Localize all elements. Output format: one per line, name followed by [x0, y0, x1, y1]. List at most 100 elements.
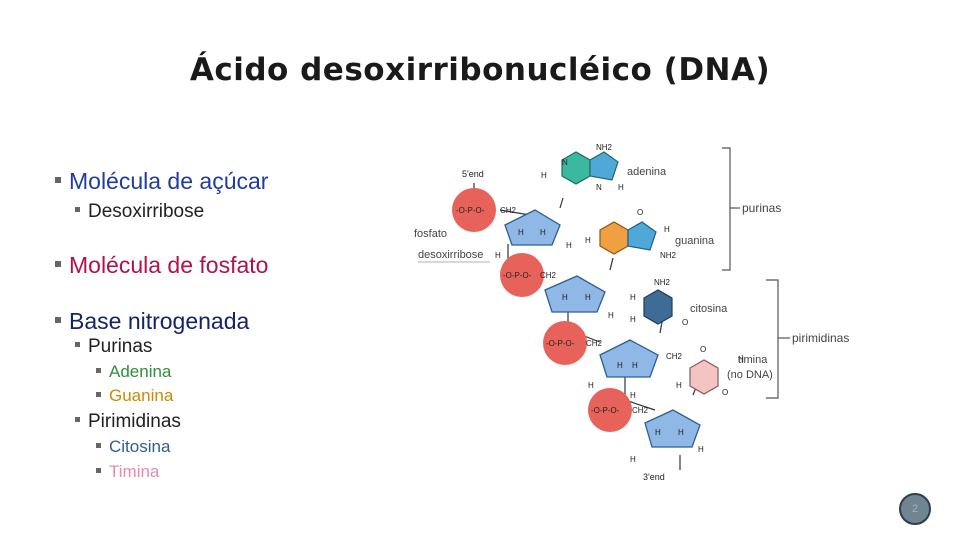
bullet-marker [96, 443, 101, 449]
phosphate-group-text: -O-P-O- [503, 271, 532, 280]
citosina-label: citosina [690, 303, 728, 315]
thymine-ring [689, 359, 719, 395]
purinas-label: purinas [742, 201, 781, 215]
adenine-base [561, 151, 619, 185]
three-end-label: 3'end [643, 472, 665, 482]
fosfato-label: fosfato [414, 228, 447, 240]
bullet-sugar: Molécula de açúcar [55, 168, 268, 195]
bullet-adenine: Adenina [96, 362, 171, 382]
atom-h: H [738, 355, 744, 364]
bullet-cytosine: Citosina [96, 437, 170, 457]
atom-nh2: NH2 [660, 251, 677, 260]
adenine-ring [561, 151, 591, 185]
atom-h: H [618, 183, 624, 192]
sugar-pentagon [644, 409, 701, 448]
sugar-pentagon [544, 275, 606, 313]
adenina-label: adenina [627, 166, 667, 178]
atom-ch2: CH2 [540, 271, 557, 280]
sugar-pentagon [599, 339, 659, 378]
phosphate-circle [588, 388, 632, 432]
page-number-badge: 2 [899, 493, 931, 525]
bullet-guanine-text: Guanina [109, 386, 174, 405]
sugar-pentagon [504, 209, 561, 246]
bullet-marker [96, 368, 101, 374]
atom-h: H [588, 381, 594, 390]
five-end-label: 5'end [462, 169, 484, 179]
desoxirribose-label: desoxirribose [418, 249, 483, 261]
atom-h: H [630, 391, 636, 400]
atom-h: H [632, 361, 638, 370]
bullet-phosphate-text: Molécula de fosfato [69, 252, 269, 278]
phosphate-group-text: -O-P-O- [591, 406, 620, 415]
atom-h: H [585, 293, 591, 302]
atom-h: H [495, 251, 501, 260]
bullet-pyrimidines-text: Pirimidinas [88, 411, 181, 432]
phosphate-circle [452, 188, 496, 232]
pirimidinas-label: pirimidinas [792, 331, 849, 345]
atom-h: H [678, 428, 684, 437]
atom-h: H [566, 241, 572, 250]
no-dna-label: (no DNA) [727, 369, 773, 381]
atom-labels: NH2 H N N H O H NH2 H NH2 H H O CH2 O H … [495, 143, 744, 464]
page-number: 2 [911, 503, 919, 515]
atom-h: H [655, 428, 661, 437]
phosphate-group-text: -O-P-O- [546, 339, 575, 348]
bullet-sugar-text: Molécula de açúcar [69, 168, 269, 194]
guanine-base [599, 221, 657, 255]
atom-h: H [698, 445, 704, 454]
bullet-marker [96, 468, 101, 474]
bullet-marker [55, 176, 61, 183]
atom-n: N [562, 158, 568, 167]
atom-h: H [608, 311, 614, 320]
atom-h: H [617, 361, 623, 370]
phosphate-labels: -O-P-O- -O-P-O- -O-P-O- -O-P-O- [456, 206, 620, 415]
purinas-bracket [722, 147, 731, 271]
atom-ch2: CH2 [500, 206, 517, 215]
pirimidinas-bracket [766, 279, 779, 399]
atom-o: O [700, 345, 706, 354]
atom-o: O [682, 318, 688, 327]
bullet-adenine-text: Adenina [109, 362, 172, 381]
bullet-marker [75, 417, 80, 423]
atom-h: H [541, 171, 547, 180]
slide-title: Ácido desoxirribonucléico (DNA) [189, 52, 771, 88]
guanine-ring [599, 221, 629, 255]
phosphate-group-text: -O-P-O- [456, 206, 485, 215]
atom-h: H [540, 228, 546, 237]
bullet-marker [55, 260, 61, 267]
bullet-marker [75, 342, 80, 348]
bullet-cytosine-text: Citosina [109, 437, 171, 456]
atom-h: H [630, 293, 636, 302]
phosphate-circle [500, 253, 544, 297]
bullet-base-text: Base nitrogenada [69, 308, 250, 334]
atom-h: H [562, 293, 568, 302]
bullet-guanine: Guanina [96, 386, 173, 406]
atom-ch2: CH2 [666, 352, 683, 361]
bullet-pyrimidines: Pirimidinas [75, 411, 181, 433]
timina-label: timina [738, 354, 768, 366]
guanina-label: guanina [675, 235, 715, 247]
atom-nh2: NH2 [596, 143, 613, 152]
bullet-purines: Purinas [75, 336, 152, 358]
bullet-phosphate: Molécula de fosfato [55, 252, 268, 279]
atom-h: H [630, 455, 636, 464]
bullet-marker [55, 316, 61, 323]
atom-ch2: CH2 [632, 406, 649, 415]
cytosine-ring [643, 289, 673, 325]
guanine-ring [627, 221, 657, 251]
atom-o: O [637, 208, 643, 217]
atom-o: O [722, 388, 728, 397]
bullet-deoxyribose-text: Desoxirribose [88, 201, 205, 222]
bullet-base: Base nitrogenada [55, 308, 249, 335]
bullet-purines-text: Purinas [88, 336, 153, 357]
bullet-thymine: Timina [96, 462, 159, 482]
atom-h: H [664, 225, 670, 234]
atom-nh2: NH2 [654, 278, 671, 287]
atom-n: N [596, 183, 602, 192]
bullet-thymine-text: Timina [109, 462, 160, 481]
atom-h: H [518, 228, 524, 237]
atom-h: H [585, 236, 591, 245]
atom-h: H [630, 315, 636, 324]
atom-h: H [676, 381, 682, 390]
